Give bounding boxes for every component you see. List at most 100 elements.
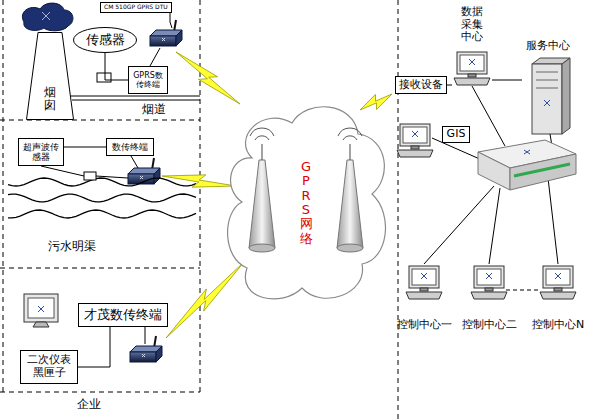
node-text: 控制中心二 (462, 319, 517, 332)
dtu-device (128, 158, 160, 184)
monitor-stand (420, 288, 428, 291)
node-text: 二次仪表 黑匣子 (26, 354, 72, 379)
node-text: 烟囱 (44, 86, 56, 112)
device-side (154, 168, 160, 184)
box-node: 超声波传感器 (18, 138, 64, 166)
wireless-bolt (360, 94, 392, 110)
pc-node: 控制中心二 (458, 262, 520, 332)
region-border (0, 392, 200, 393)
screen-mark (486, 273, 492, 279)
node-text: 控制中心一 (397, 319, 452, 332)
ellipse-node: 传感器 (73, 27, 137, 53)
monitor (409, 266, 439, 288)
monitor-stand (33, 322, 49, 327)
monitor-stand (485, 288, 493, 291)
network-wire (472, 86, 505, 146)
monitor (543, 266, 573, 288)
network-wire (489, 188, 500, 264)
wireless-bolt (176, 52, 240, 104)
monitor-stand (468, 74, 476, 77)
connector (64, 147, 106, 148)
chimney-shape (27, 33, 74, 120)
radio-waves (250, 128, 274, 140)
drive-bay (536, 80, 558, 81)
leader-line (170, 13, 172, 28)
region-border (3, 0, 4, 392)
screen-mark (421, 273, 427, 279)
connector (447, 85, 452, 86)
monitor (400, 124, 430, 146)
water-wave (8, 178, 196, 186)
server-mark (544, 100, 550, 106)
computer-base (471, 292, 507, 299)
screen-mark (38, 306, 44, 312)
device-mark (140, 176, 143, 179)
server-body (532, 64, 562, 134)
box-node: 二次仪表 黑匣子 (20, 350, 78, 384)
computer-base (454, 78, 490, 85)
tower-mast (350, 144, 351, 160)
node-text: 服务中心 (526, 40, 570, 53)
region-border (200, 0, 201, 392)
switch-mark (524, 150, 530, 154)
connector (105, 53, 128, 80)
cloud-node: GPRS网络 (222, 98, 390, 308)
ellipse-shape (74, 28, 137, 53)
water-wave (8, 210, 196, 218)
box-node: 数传终端 (106, 138, 154, 156)
data-center-computer (454, 52, 490, 85)
gis-computer (397, 124, 433, 157)
node-text: GPRS网络 (300, 160, 313, 246)
monitor-stand (554, 288, 562, 291)
node-text: GPRS数传终端 (132, 71, 164, 89)
screen (477, 269, 501, 285)
region-border (0, 268, 200, 269)
connector (78, 327, 110, 367)
device-body (130, 352, 156, 362)
wireless-bolt (166, 262, 244, 338)
leader-line (145, 327, 146, 344)
region-label: 烟道 (142, 103, 166, 117)
node-text: 接收设备 (399, 79, 443, 92)
box-node: 才茂数传终端 (78, 303, 168, 327)
antenna-tower (337, 160, 363, 248)
screen-mark (555, 273, 561, 279)
flue-wall (72, 100, 200, 101)
flue-wall (71, 96, 200, 97)
screen-mark (412, 131, 418, 137)
device-mark (142, 354, 145, 357)
connector (492, 80, 522, 81)
server-node: 服务中心 (522, 40, 574, 136)
drive-bay (536, 88, 558, 89)
computer-base (406, 292, 442, 299)
pc-node: 控制中心N (528, 262, 588, 332)
box-node: GIS (442, 126, 470, 143)
drive-bay (536, 72, 558, 73)
region-label: 企业 (74, 398, 104, 412)
screen-mark (469, 59, 475, 65)
computer-base (397, 150, 433, 157)
control-computer (540, 266, 576, 299)
node-text: 数传终端 (112, 142, 148, 152)
cloud-shape (228, 107, 386, 299)
leader-line (150, 48, 160, 66)
region-label: 污水明渠 (48, 240, 96, 254)
switch-ports (514, 164, 570, 176)
switch-front (478, 152, 510, 190)
node-text: 数据采集中心 (460, 6, 484, 44)
network-wire (548, 178, 558, 264)
device-mark (162, 38, 165, 41)
device-side (176, 30, 182, 46)
node-text: 超声波传感器 (22, 142, 60, 163)
node-text: 传感器 (86, 33, 125, 48)
ultrasonic-probe (84, 172, 96, 180)
screen (546, 269, 570, 285)
antenna-tower (249, 160, 275, 248)
screen (460, 55, 484, 71)
dtu-device (130, 336, 162, 362)
monitor-stand (411, 146, 419, 149)
server-side (562, 58, 570, 134)
smoke-cloud (22, 3, 73, 31)
water-wave (8, 194, 196, 202)
